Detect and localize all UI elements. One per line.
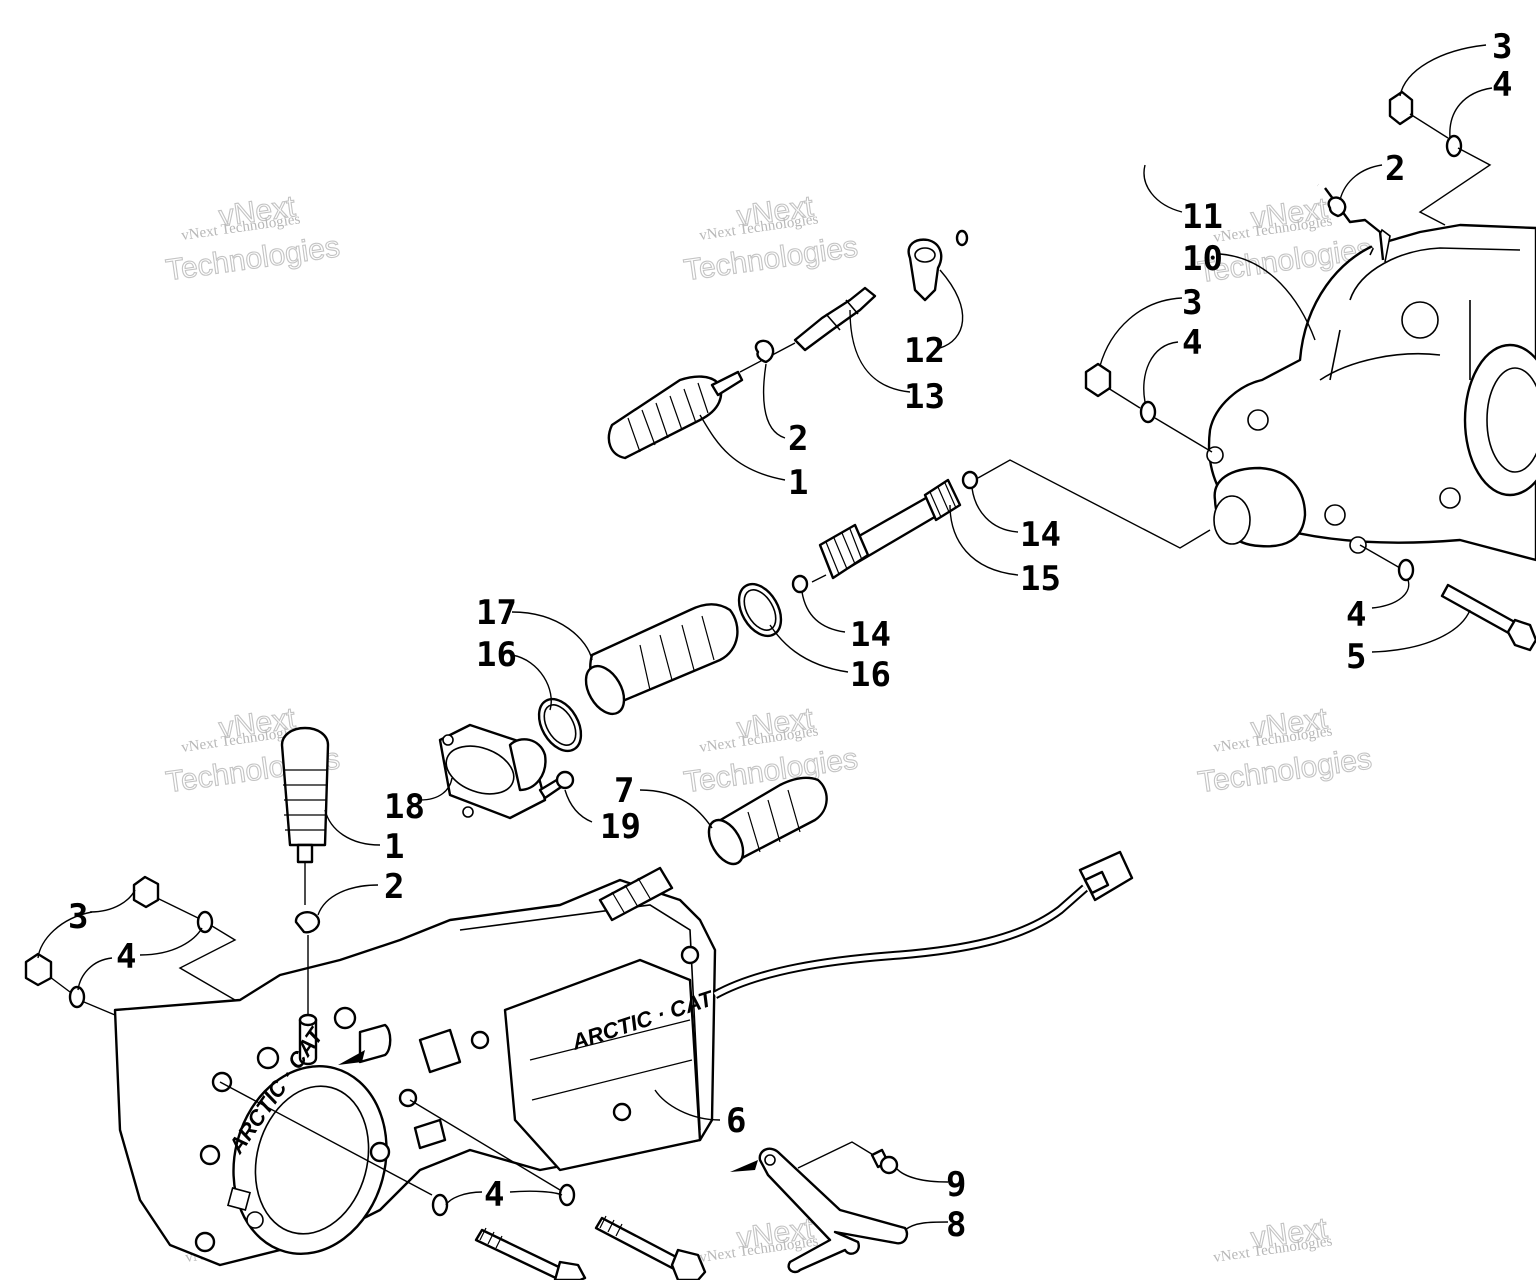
nut-part-3-left-upper: [132, 875, 199, 919]
callout-5: 5: [1346, 637, 1366, 677]
cap-part-14-right: [961, 470, 979, 490]
watermark-1: vNext vNext Technologies Technologies: [163, 189, 342, 287]
callout-3: 3: [1492, 27, 1512, 67]
callout-1: 1: [384, 827, 404, 867]
callout-6: 6: [726, 1101, 746, 1141]
mount-bracket-line: [1418, 147, 1492, 226]
mount-lines-bottom: [219, 1081, 561, 1196]
callout-13: 13: [904, 377, 945, 417]
callout-7: 7: [614, 771, 634, 811]
watermark-9: vNext vNext Technologies: [1212, 1211, 1333, 1266]
callout-4: 4: [1182, 323, 1202, 363]
left-mount-line: [178, 925, 237, 1001]
callout-19: 19: [600, 807, 641, 847]
nut-part-3-mid: [1084, 362, 1141, 409]
gear-case-housing: [1206, 223, 1536, 562]
bolt-bottom-1: [474, 1227, 587, 1280]
boot-part-1-top: [607, 370, 744, 460]
callout-4: 4: [116, 937, 136, 977]
callout-2: 2: [1385, 149, 1405, 189]
callout-16: 16: [850, 655, 891, 695]
watermark-5: vNext vNext Technologies Technologies: [681, 701, 860, 799]
direction-arrow-icon-2: [730, 1160, 758, 1172]
clamp-part-2-lower: [294, 911, 321, 1015]
drive-shaft-part-15: [811, 478, 962, 583]
cable-clip-part-12: [907, 238, 943, 302]
shaft-mount-line: [977, 459, 1211, 549]
callout-8: 8: [946, 1205, 966, 1245]
boot-part-1-lower: [280, 726, 330, 905]
callout-17: 17: [476, 593, 517, 633]
callout-12: 12: [904, 331, 945, 371]
washer-part-4-top: [1445, 134, 1463, 158]
washer-part-4-left-lower: [68, 985, 116, 1016]
bearing-housing-part-18: [438, 723, 547, 820]
callout-4: 4: [484, 1175, 504, 1215]
nut-part-3-top: [1388, 90, 1449, 139]
bolt-part-5: [1440, 583, 1536, 652]
callout-14: 14: [850, 615, 891, 655]
watermark-2: vNext vNext Technologies Technologies: [681, 189, 860, 287]
callout-4: 4: [1346, 595, 1366, 635]
leader-lines: [37, 44, 1493, 1231]
callout-18: 18: [384, 787, 425, 827]
washer-part-4-mid: [1139, 400, 1213, 453]
washer-part-4-left-upper: [196, 910, 214, 934]
callout-15: 15: [1020, 559, 1061, 599]
callout-10: 10: [1182, 239, 1223, 279]
clamp-part-16-left: [537, 697, 583, 753]
cap-part-14-left: [791, 574, 809, 594]
bracket-part-8: [758, 1141, 909, 1274]
wire-harness: [712, 850, 1134, 999]
bolt-bottom-2: [594, 1215, 707, 1280]
boot-part-17: [584, 603, 739, 716]
screw-part-19: [538, 770, 575, 800]
callout-14: 14: [1020, 515, 1061, 555]
callout-4: 4: [1492, 65, 1512, 105]
callout-3: 3: [68, 897, 88, 937]
watermark-6: vNext vNext Technologies Technologies: [1195, 701, 1374, 799]
callout-2: 2: [788, 419, 808, 459]
boot-part-7: [707, 776, 828, 866]
callout-9: 9: [946, 1165, 966, 1205]
clamp-part-16-right: [737, 582, 783, 638]
direction-arrow-icon: [338, 1050, 365, 1065]
callout-1: 1: [788, 463, 808, 503]
callout-3: 3: [1182, 283, 1202, 323]
callout-11: 11: [1182, 197, 1223, 237]
callout-labels: 3 4 2 11 10 3 4 12 13 2 1 14 15 17 16 14…: [68, 27, 1512, 1245]
clamp-part-2-cable: [754, 339, 775, 364]
callout-16: 16: [476, 635, 517, 675]
washer-part-4-bottom-1: [431, 1193, 449, 1217]
callout-2: 2: [384, 867, 404, 907]
transmission-case: ARCTIC · CAT ARCTIC · CAT: [113, 866, 717, 1267]
screw-part-9: [870, 1148, 899, 1175]
clamp-part-2-top: [1327, 196, 1347, 218]
washer-part-4-right: [1359, 544, 1415, 582]
cable-end-part-13: [739, 286, 877, 373]
washer-part-4-bottom-2: [558, 1183, 576, 1207]
nut-part-3-left-lower: [24, 952, 71, 993]
